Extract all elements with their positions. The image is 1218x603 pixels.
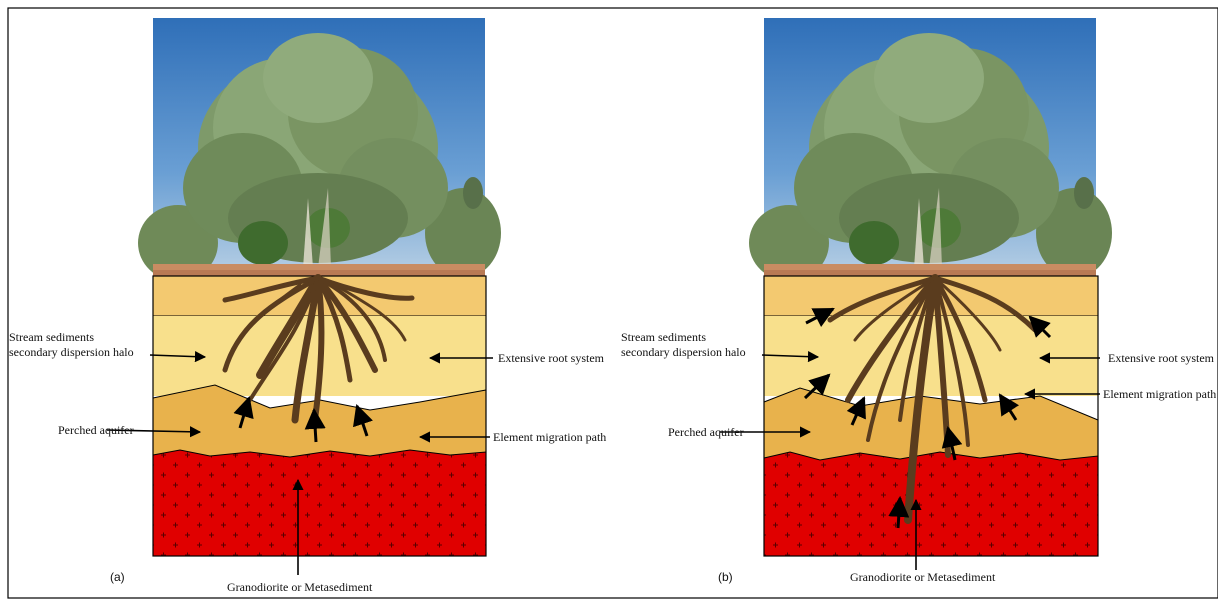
label-stream-sediments: Stream sediments (621, 330, 706, 344)
label-extensive-root: Extensive root system (498, 351, 604, 365)
label-extensive-root: Extensive root system (1108, 351, 1216, 365)
panel-a (107, 18, 501, 575)
panel-b (720, 18, 1112, 570)
label-element-migration: Element migration path (493, 430, 606, 444)
panel-tag-b: (b) (718, 570, 733, 584)
tree-photo-icon (749, 18, 1112, 281)
tree-photo-icon (138, 18, 501, 281)
label-bedrock: Granodiorite or Metasediment (227, 580, 372, 594)
label-secondary-halo: secondary dispersion halo (621, 345, 746, 359)
panel-tag-a: (a) (110, 570, 125, 584)
label-perched-aquifer: Perched aquifer (58, 423, 134, 437)
label-secondary-halo: secondary dispersion halo (9, 345, 134, 359)
bedrock-layer (153, 450, 486, 556)
label-perched-aquifer: Perched aquifer (668, 425, 744, 439)
label-element-migration: Element migration path (1103, 387, 1216, 401)
label-bedrock: Granodiorite or Metasediment (850, 570, 995, 584)
bedrock-layer (764, 452, 1098, 556)
label-stream-sediments: Stream sediments (9, 330, 94, 344)
